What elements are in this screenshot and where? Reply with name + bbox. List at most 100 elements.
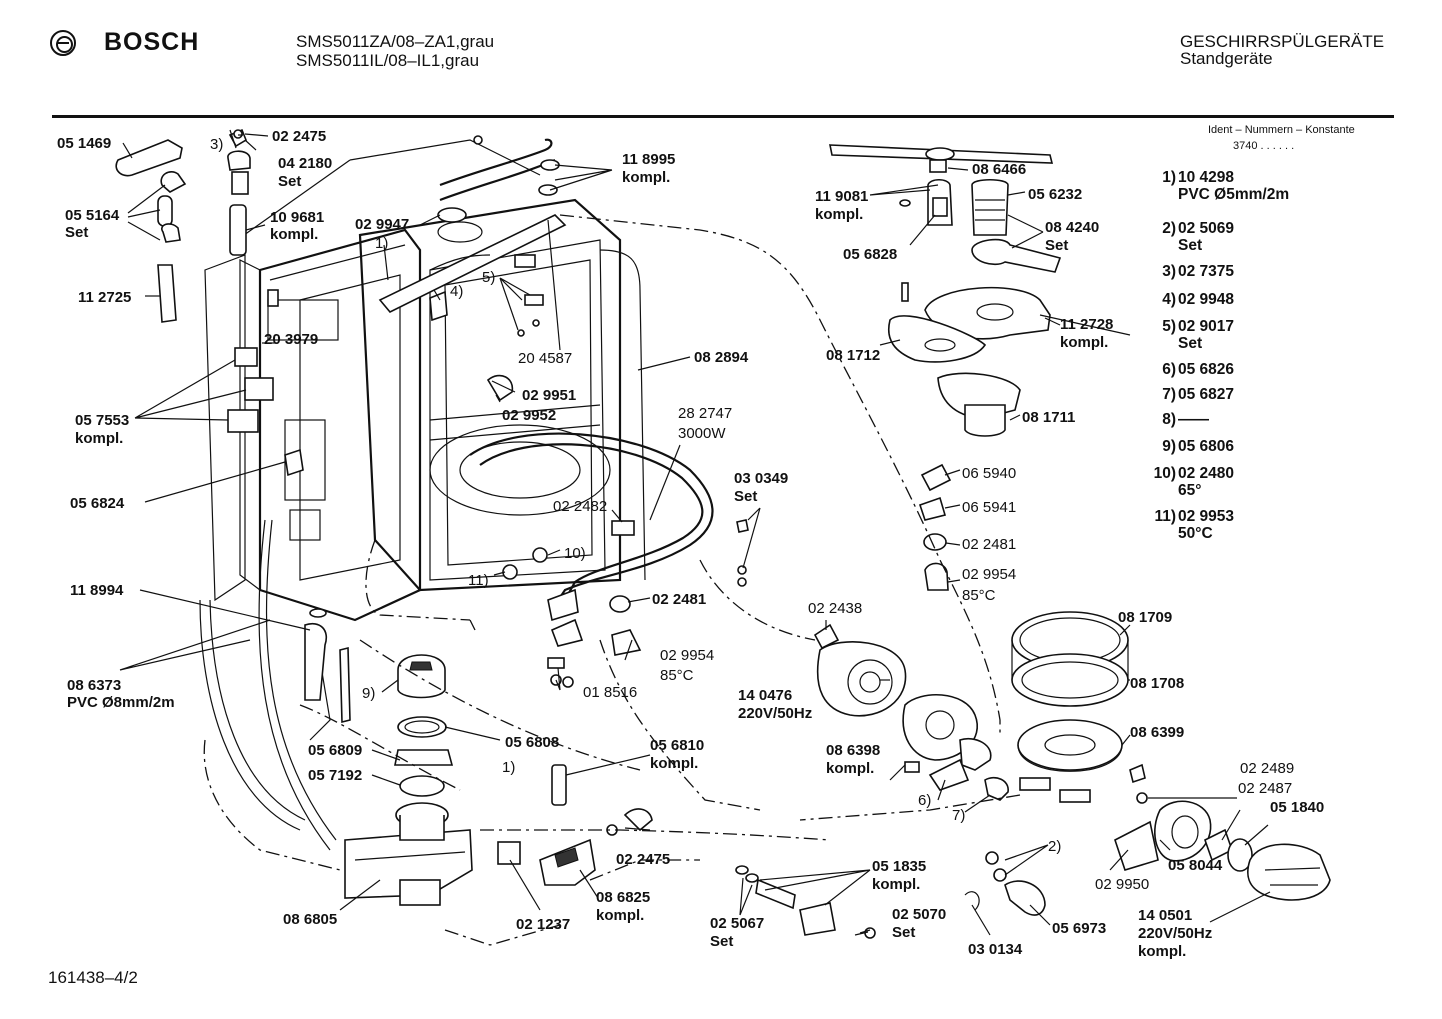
label-08-6398: 08 6398 — [826, 742, 880, 759]
label-11-9081-kompl: kompl. — [815, 206, 863, 223]
label-11-2728-kompl: kompl. — [1060, 334, 1108, 351]
label-08-6825: 08 6825 — [596, 889, 650, 906]
label-20-4587: 20 4587 — [518, 350, 572, 367]
ident-label: Ident – Nummern – Konstante — [1208, 124, 1355, 136]
label-key-1-mid: 1) — [502, 759, 515, 776]
heating-element — [469, 432, 714, 622]
legend-part-11-line-2: 50°C — [1178, 525, 1213, 542]
model-line-2: SMS5011IL/08–IL1,grau — [296, 51, 480, 70]
label-85c-right: 85°C — [962, 587, 996, 604]
sump-rings — [1011, 611, 1146, 803]
label-05-8044: 05 8044 — [1168, 857, 1223, 874]
bosch-logo-icon — [50, 30, 76, 56]
legend-part-11-line-1: 02 9953 — [1178, 508, 1234, 525]
label-11-9081: 11 9081 — [815, 188, 868, 205]
label-04-2180-set: Set — [278, 173, 301, 190]
label-key-1-top: 1) — [375, 235, 388, 252]
label-05-5164: 05 5164 — [65, 207, 120, 224]
label-06-5941: 06 5941 — [962, 499, 1016, 516]
label-key-4: 4) — [450, 283, 463, 300]
header-divider — [52, 115, 1394, 118]
spray-bar-bracket — [378, 214, 567, 337]
label-08-6805: 08 6805 — [283, 911, 337, 928]
legend-part-5-line-1: 02 9017 — [1178, 318, 1234, 335]
label-02-9950: 02 9950 — [1095, 876, 1149, 893]
label-05-6973: 05 6973 — [1052, 920, 1106, 937]
label-03-0349: 03 0349 — [734, 470, 788, 487]
label-02-5067-set: Set — [710, 933, 733, 950]
label-02-2481-left: 02 2481 — [652, 591, 706, 608]
label-05-7553-kompl: kompl. — [75, 430, 123, 447]
label-08-6825-kompl: kompl. — [596, 907, 644, 924]
legend-part-10-line-1: 02 2480 — [1178, 465, 1234, 482]
label-08-4240: 08 4240 — [1045, 219, 1099, 236]
label-20-3979: 20 3979 — [264, 331, 318, 348]
label-key-7: 7) — [952, 807, 965, 824]
legend-key-5: 5) — [1162, 318, 1176, 335]
legend-key-2: 2) — [1162, 220, 1176, 237]
label-08-1708: 08 1708 — [1130, 675, 1184, 692]
label-05-7553: 05 7553 — [75, 412, 129, 429]
door-seal — [599, 249, 646, 581]
fitting-set — [735, 865, 876, 939]
label-key-5: 5) — [482, 269, 495, 286]
label-key-3: 3) — [210, 136, 223, 153]
switch-parts — [227, 289, 304, 477]
label-key-10: 10) — [564, 545, 586, 562]
legend-part-6-line-1: 05 6826 — [1178, 361, 1234, 378]
legend-part-2-line-1: 02 5069 — [1178, 220, 1234, 237]
legend-key-10: 10) — [1154, 465, 1176, 482]
legend-key-11: 11) — [1154, 508, 1176, 525]
drain-pump-assembly — [1114, 792, 1331, 901]
label-02-2438: 02 2438 — [808, 600, 862, 617]
label-key-9: 9) — [362, 685, 375, 702]
connector-tubes — [928, 758, 1009, 801]
label-03-0134: 03 0134 — [968, 941, 1023, 958]
label-05-1840: 05 1840 — [1270, 799, 1324, 816]
sump-filter-assembly — [344, 654, 473, 906]
legend-part-1-line-1: 10 4298 — [1178, 169, 1234, 186]
label-10-9681: 10 9681 — [270, 209, 324, 226]
circulation-pump-motor — [813, 623, 992, 773]
label-02-9947: 02 9947 — [355, 216, 409, 233]
label-14-0501: 14 0501 — [1138, 907, 1192, 924]
label-08-2894: 08 2894 — [694, 349, 749, 366]
label-08-6398-kompl: kompl. — [826, 760, 874, 777]
label-06-5940: 06 5940 — [962, 465, 1016, 482]
label-02-2481-right: 02 2481 — [962, 536, 1016, 553]
label-11-8994: 11 8994 — [70, 582, 124, 599]
label-08-4240-set: Set — [1045, 237, 1068, 254]
drain-hoses — [199, 519, 351, 851]
lower-valve-parts — [497, 764, 653, 886]
label-08-6373: 08 6373 — [67, 677, 121, 694]
thermostat-parts — [233, 129, 952, 688]
label-08-1711: 08 1711 — [1022, 409, 1075, 426]
assembly-dash-lines — [203, 214, 1021, 946]
label-05-6808: 05 6808 — [505, 734, 559, 751]
label-28-2747: 28 2747 — [678, 405, 732, 422]
legend-part-7-line-1: 05 6827 — [1178, 386, 1234, 403]
legend-part-1-line-2: PVC Ø5mm/2m — [1178, 186, 1289, 203]
legend-part-9-line-1: 05 6806 — [1178, 438, 1234, 455]
label-11-8995-kompl: kompl. — [622, 169, 670, 186]
label-02-5067: 02 5067 — [710, 915, 764, 932]
category-subtitle: Standgeräte — [1180, 49, 1273, 68]
label-02-9954-left: 02 9954 — [660, 647, 714, 664]
label-14-0501-voltage: 220V/50Hz — [1138, 925, 1212, 942]
label-14-0476: 14 0476 — [738, 687, 792, 704]
label-05-6828: 05 6828 — [843, 246, 897, 263]
ident-block: Ident – Nummern – Konstante 3740 . . . .… — [1208, 124, 1355, 152]
legend-key-1: 1) — [1162, 169, 1176, 186]
brand-name: BOSCH — [104, 28, 200, 56]
label-01-8516: 01 8516 — [583, 684, 637, 701]
label-05-1469: 05 1469 — [57, 135, 111, 152]
leader-lines — [119, 129, 1271, 936]
legend-part-2-line-2: Set — [1178, 237, 1202, 254]
label-key-6: 6) — [918, 792, 931, 809]
label-key-2: 2) — [1048, 838, 1061, 855]
legend-key-6: 6) — [1162, 361, 1176, 378]
label-85c-left: 85°C — [660, 667, 694, 684]
label-02-9952: 02 9952 — [502, 407, 556, 424]
label-08-6399: 08 6399 — [1130, 724, 1184, 741]
